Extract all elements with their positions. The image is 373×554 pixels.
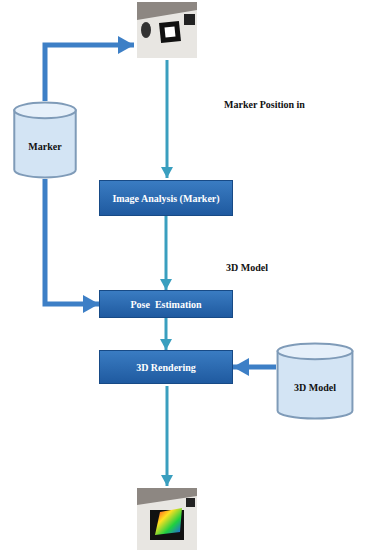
process-box: Image Analysis (Marker) bbox=[99, 180, 233, 216]
node-text: 3D Model bbox=[294, 382, 336, 393]
process-box: Pose Estimation bbox=[99, 290, 233, 318]
flow-arrow bbox=[165, 216, 168, 290]
node-text: 3D Rendering bbox=[136, 362, 196, 373]
marker-arrow bbox=[45, 45, 134, 101]
flow-label: 3D Model bbox=[226, 262, 268, 273]
flow-arrow bbox=[166, 386, 169, 486]
camera-photo bbox=[137, 2, 197, 58]
node-text: Pose Estimation bbox=[130, 299, 201, 310]
flow-label: Marker Position in bbox=[224, 99, 305, 110]
database-cylinder: Marker bbox=[13, 101, 77, 179]
flow-arrow bbox=[166, 60, 169, 178]
database-cylinder: 3D Model bbox=[276, 342, 354, 420]
flow-arrow bbox=[45, 179, 99, 304]
flow-arrow bbox=[165, 318, 168, 350]
rendered-photo bbox=[137, 488, 197, 550]
cylinder-outline bbox=[13, 101, 77, 179]
cylinder-outline bbox=[276, 342, 354, 420]
node-text: Marker bbox=[28, 141, 61, 152]
process-box: 3D Rendering bbox=[99, 350, 233, 384]
flow-arrow bbox=[233, 365, 276, 370]
node-text: Image Analysis (Marker) bbox=[112, 193, 219, 204]
